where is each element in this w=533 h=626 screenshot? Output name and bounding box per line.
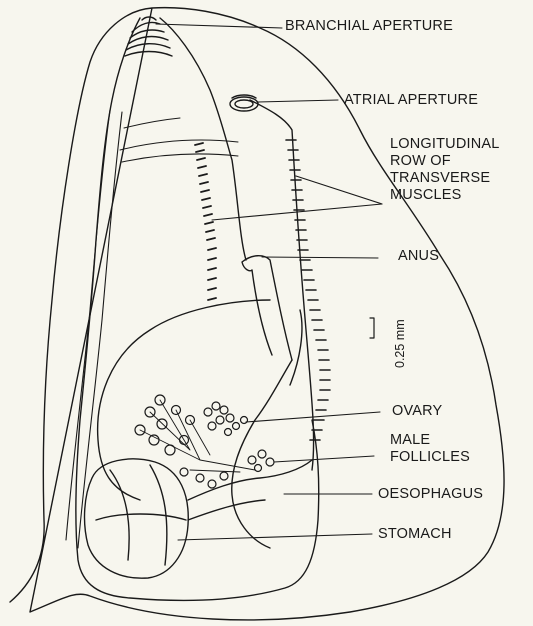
label-longitudinal-row-line-1: LONGITUDINAL (390, 136, 500, 153)
label-male-follicles-line-1: MALE (390, 432, 470, 449)
label-male-follicles-line-2: FOLLICLES (390, 449, 470, 466)
label-longitudinal-row-line-4: MUSCLES (390, 187, 500, 204)
label-stomach: STOMACH (378, 526, 452, 543)
stomach-outline (85, 459, 189, 578)
left-body-wall (66, 110, 122, 548)
label-longitudinal-row-line-3: TRANSVERSE (390, 170, 500, 187)
rectum (242, 256, 292, 360)
scale-bar (370, 318, 374, 338)
atrial-aperture (230, 97, 258, 111)
gut-loop (98, 300, 302, 548)
ovary-cluster (135, 395, 248, 460)
branchial-sac-lines (120, 118, 238, 162)
label-oesophagus: OESOPHAGUS (378, 486, 483, 503)
label-branchial-aperture: BRANCHIAL APERTURE (285, 18, 453, 35)
label-ovary: OVARY (392, 403, 442, 420)
transverse-muscle-row-left (195, 143, 216, 300)
label-longitudinal-row: LONGITUDINAL ROW OF TRANSVERSE MUSCLES (390, 136, 500, 204)
label-longitudinal-row-line-2: ROW OF (390, 153, 500, 170)
male-follicles-cluster (180, 450, 274, 488)
label-atrial-aperture: ATRIAL APERTURE (344, 92, 478, 109)
scale-bar-label: 0.25 mm (393, 319, 407, 368)
label-anus: ANUS (398, 248, 439, 265)
label-male-follicles: MALE FOLLICLES (390, 432, 470, 466)
